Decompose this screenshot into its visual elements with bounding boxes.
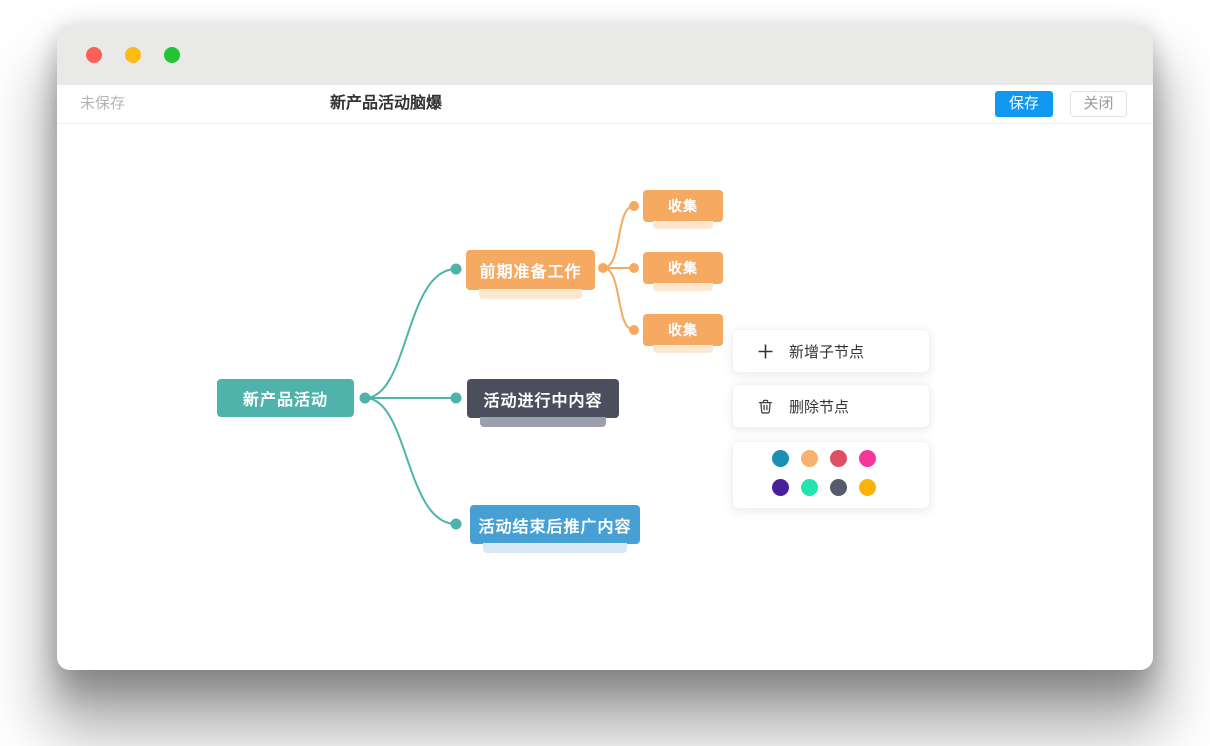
node-label: 收集 <box>668 260 698 276</box>
node-branch-preparation[interactable]: 前期准备工作 <box>466 250 595 299</box>
anchor-dot <box>450 518 462 530</box>
node-shadow-bar <box>483 543 627 553</box>
document-title: 新产品活动脑爆 <box>330 95 443 112</box>
traffic-light-maximize-button[interactable] <box>164 47 180 63</box>
window-titlebar <box>57 25 1153 85</box>
node-shadow-bar <box>653 345 713 353</box>
node-shadow-bar <box>653 283 713 291</box>
node-label: 新产品活动 <box>242 392 328 409</box>
traffic-light-minimize-button[interactable] <box>125 47 141 63</box>
anchor-dot <box>629 201 639 211</box>
menu-item-label: 新增子节点 <box>789 343 865 361</box>
anchor-dot <box>598 263 608 273</box>
save-status-label: 未保存 <box>80 95 126 112</box>
palette-color-dot[interactable] <box>801 450 818 467</box>
node-label: 收集 <box>668 322 698 338</box>
palette-row <box>772 479 929 496</box>
node-child-collect-3[interactable]: 收集 <box>643 314 723 353</box>
menu-item-delete-node[interactable]: 删除节点 <box>732 384 930 428</box>
palette-color-dot[interactable] <box>859 450 876 467</box>
anchor-dot <box>450 392 462 404</box>
mindmap-canvas[interactable]: 新产品活动 前期准备工作 活动进行中内容 活动结束后推广内容 收集 收集 收集 <box>57 124 1153 670</box>
anchor-dot <box>450 263 462 275</box>
node-shadow-bar <box>480 417 606 427</box>
app-window: 未保存 新产品活动脑爆 保存 关闭 <box>57 25 1153 670</box>
trash-icon <box>758 399 773 414</box>
anchor-dot <box>629 325 639 335</box>
node-shadow-bar <box>479 289 582 299</box>
node-root[interactable]: 新产品活动 <box>217 379 354 417</box>
menu-item-label: 删除节点 <box>789 398 850 416</box>
palette-color-dot[interactable] <box>801 479 818 496</box>
palette-row <box>772 450 929 467</box>
palette-color-dot[interactable] <box>830 479 847 496</box>
palette-color-dot[interactable] <box>859 479 876 496</box>
color-palette-panel <box>732 441 930 509</box>
node-branch-after[interactable]: 活动结束后推广内容 <box>470 505 640 553</box>
close-button[interactable]: 关闭 <box>1070 91 1127 117</box>
palette-color-dot[interactable] <box>772 450 789 467</box>
node-branch-during[interactable]: 活动进行中内容 <box>467 379 619 427</box>
node-child-collect-1[interactable]: 收集 <box>643 190 723 229</box>
node-label: 收集 <box>668 198 698 214</box>
connector-root-branch0 <box>364 268 457 399</box>
menu-item-add-child-node[interactable]: 新增子节点 <box>732 329 930 373</box>
node-label: 活动进行中内容 <box>483 392 603 410</box>
anchor-dot <box>359 392 371 404</box>
anchor-dot <box>629 263 639 273</box>
connector-branch0-child0 <box>602 205 635 269</box>
palette-color-dot[interactable] <box>772 479 789 496</box>
connector-branch0-child2 <box>602 267 635 331</box>
node-shadow-bar <box>653 221 713 229</box>
plus-icon <box>758 344 773 358</box>
traffic-light-close-button[interactable] <box>86 47 102 63</box>
node-label: 活动结束后推广内容 <box>478 518 632 536</box>
toolbar: 未保存 新产品活动脑爆 保存 关闭 <box>57 85 1153 124</box>
node-label: 前期准备工作 <box>479 264 582 281</box>
node-child-collect-2[interactable]: 收集 <box>643 252 723 291</box>
palette-color-dot[interactable] <box>830 450 847 467</box>
connector-root-branch2 <box>364 397 457 525</box>
save-button[interactable]: 保存 <box>995 91 1053 117</box>
connector-lines <box>359 201 639 530</box>
